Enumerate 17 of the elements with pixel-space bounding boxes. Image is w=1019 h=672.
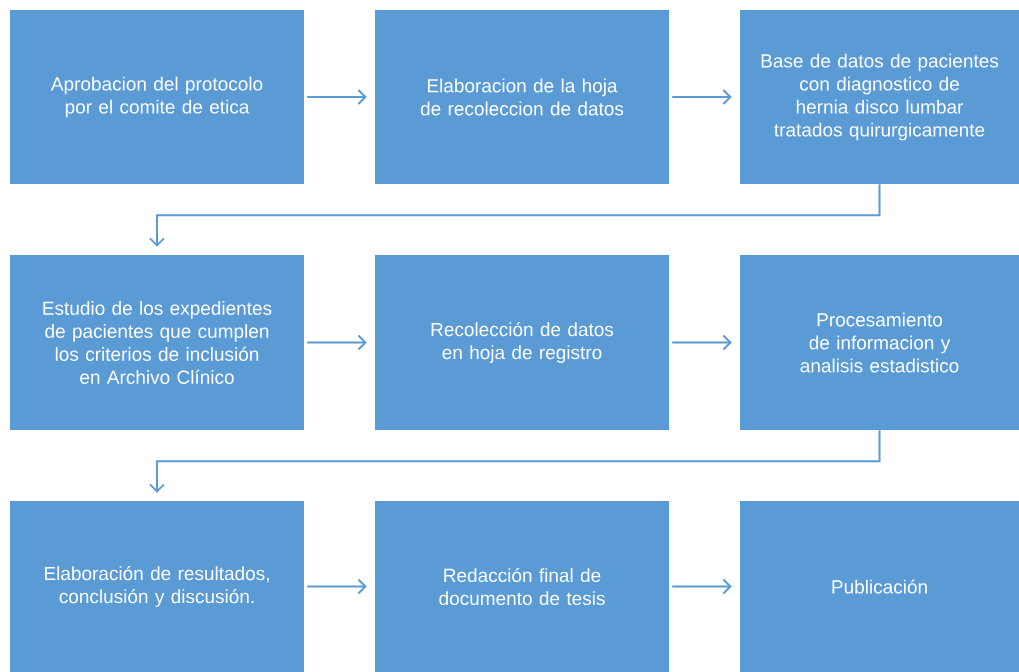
arrow (671, 334, 732, 351)
process-box: Base de datos de pacientes con diagnostico de hernia disco lumbar tratados quirurgicamente (740, 10, 1019, 184)
arrow (671, 578, 732, 595)
process-box: Redacción final de documento de tesis (375, 501, 669, 672)
process-box: Elaboración de resultados, conclusión y discusión. (10, 501, 304, 672)
arrow (149, 183, 881, 247)
arrow (306, 334, 367, 351)
arrow (671, 89, 732, 105)
process-box: Procesamiento de informacion y analisis estadistico (740, 255, 1019, 430)
process-box: Aprobacion del protocolo por el comite de etica (10, 10, 304, 184)
arrow (306, 578, 367, 595)
arrow (306, 89, 367, 105)
process-box: Publicación (740, 501, 1019, 672)
process-box: Recolección de datos en hoja de registro (375, 255, 669, 430)
process-box: Estudio de los expedientes de pacientes que cumplen los criterios de inclusión en Archivo Clínico (10, 255, 304, 430)
process-box: Elaboracion de la hoja de recoleccion de datos (375, 10, 669, 184)
arrow (149, 429, 881, 493)
